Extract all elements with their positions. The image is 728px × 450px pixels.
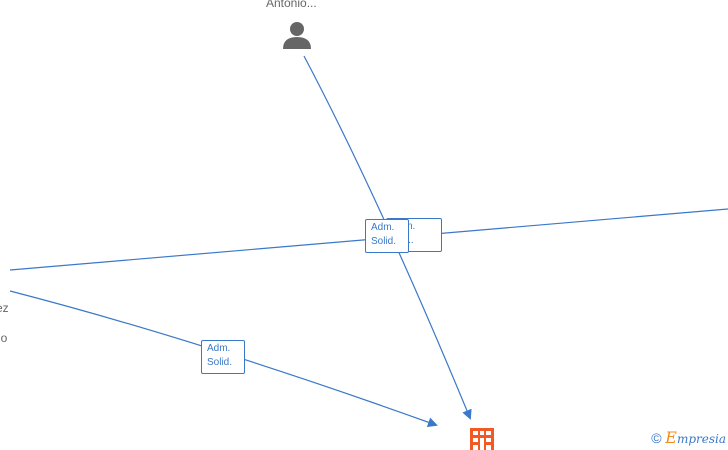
person-icon[interactable] (282, 20, 312, 55)
left-node-label-1[interactable]: ez (0, 301, 9, 315)
edge-label-left-to-company[interactable]: Adm. Solid. (201, 340, 245, 374)
copyright-icon: © (651, 430, 662, 446)
brand-logo-text: mpresia (676, 432, 726, 446)
person-name-label[interactable]: Antonio... (266, 0, 317, 10)
edge-top-to-company (303, 55, 472, 420)
edge-label-top-to-company[interactable]: Adm. Solid. (365, 219, 409, 253)
building-icon[interactable] (470, 428, 494, 450)
footer-brand: © Empresia (651, 428, 726, 447)
left-node-label-2[interactable]: go (0, 331, 8, 345)
brand-logo-e: E (665, 428, 677, 447)
